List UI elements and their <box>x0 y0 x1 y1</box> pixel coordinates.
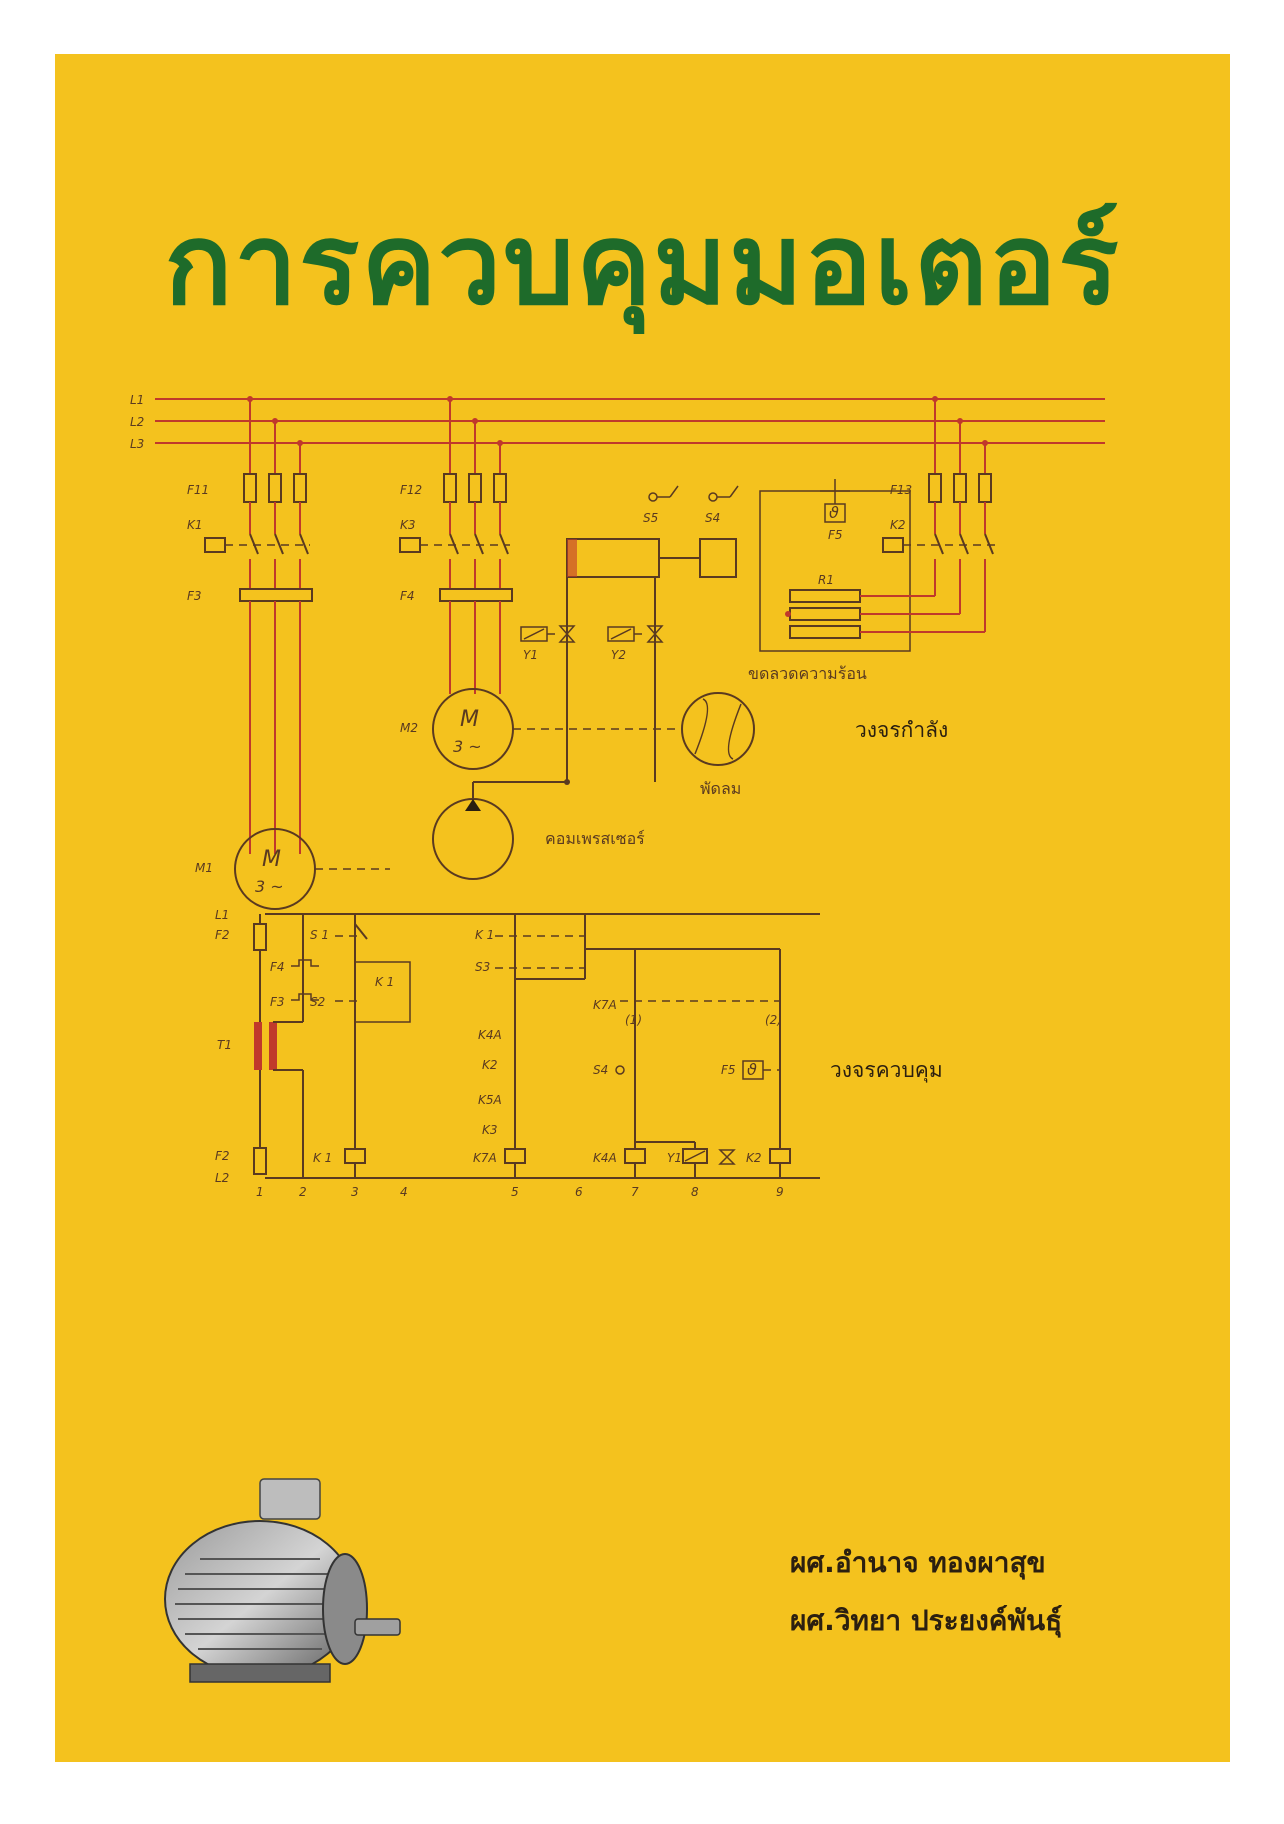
column-numbers: 1 2 3 4 5 6 7 8 9 <box>256 1185 784 1199</box>
label-m1: M1 <box>195 861 213 875</box>
label-k2: K2 <box>890 518 906 532</box>
label-ctrl-f4: F4 <box>270 960 285 974</box>
label-r1: R1 <box>818 573 834 587</box>
label-ctrl-f2-top: F2 <box>215 928 230 942</box>
label-k5a: K5A <box>478 1093 502 1107</box>
svg-text:8: 8 <box>691 1185 699 1199</box>
f5-thermo-symbol: ϑ <box>829 503 839 522</box>
label-f12: F12 <box>400 483 422 497</box>
label-s3: S3 <box>475 960 490 974</box>
control-circuit: L1 F2 T1 F2 L2 S 1 F4 F3 <box>215 908 820 1199</box>
label-y1: Y1 <box>523 648 538 662</box>
svg-text:1: 1 <box>256 1185 264 1199</box>
label-f3: F3 <box>187 589 202 603</box>
label-s1: S 1 <box>310 928 329 942</box>
bus-label-l1: L1 <box>130 393 144 407</box>
label-s4: S4 <box>705 511 720 525</box>
label-k2-coil: K2 <box>746 1151 762 1165</box>
label-k4a-coil: K4A <box>593 1151 617 1165</box>
m1-phase: 3 ~ <box>255 877 284 896</box>
caption-heater: ขดลวดความร้อน <box>748 664 867 683</box>
label-ctrl-l2: L2 <box>215 1171 229 1185</box>
label-f4: F4 <box>400 589 415 603</box>
label-k1-contact: K 1 <box>375 975 394 989</box>
power-circuit: L1 L2 L3 F11 <box>130 393 1105 910</box>
caption-compressor: คอมเพรสเซอร์ <box>545 829 645 848</box>
label-ctrl-f5: F5 <box>721 1063 736 1077</box>
label-k7a-top: K7A <box>593 998 617 1012</box>
branch-m2: F12 K3 F4 M 3 ~ <box>399 396 680 880</box>
label-k4a: K4A <box>478 1028 502 1042</box>
svg-text:5: 5 <box>511 1185 519 1199</box>
f5-ctrl-thermo-symbol: ϑ <box>747 1060 757 1079</box>
control-circuit-label: วงจรควบคุม <box>830 1058 943 1082</box>
svg-text:9: 9 <box>776 1185 784 1199</box>
label-ctrl-l1: L1 <box>215 908 229 922</box>
label-k1: K1 <box>187 518 203 532</box>
label-k1-coil: K 1 <box>313 1151 332 1165</box>
label-k3: K3 <box>482 1123 498 1137</box>
svg-text:7: 7 <box>631 1185 639 1199</box>
branch-heater: ϑ F5 R1 ขดลวดความร้อน F13 <box>748 396 995 683</box>
m2-phase: 3 ~ <box>453 737 482 756</box>
label-f13: F13 <box>890 483 912 497</box>
label-k7a-coil: K7A <box>473 1151 497 1165</box>
label-k1-top: K 1 <box>475 928 494 942</box>
svg-text:2: 2 <box>299 1185 307 1199</box>
label-ctrl-k2: K2 <box>482 1058 498 1072</box>
authors: ผศ.อำนาจ ทองผาสุข ผศ.วิทยา ประยงค์พันธุ์ <box>790 1534 1062 1650</box>
label-y2: Y2 <box>611 648 626 662</box>
label-ctrl-f2-bottom: F2 <box>215 1149 230 1163</box>
label-f5: F5 <box>828 528 843 542</box>
book-cover: การควบคุมมอเตอร์ .red { stroke:#c0392b; … <box>55 54 1230 1762</box>
label-k3: K3 <box>400 518 416 532</box>
label-one: (1) <box>625 1013 642 1027</box>
label-s2: S2 <box>310 995 325 1009</box>
motor-photo <box>164 1478 401 1683</box>
svg-text:6: 6 <box>575 1185 583 1199</box>
svg-text:3: 3 <box>351 1185 359 1199</box>
label-ctrl-s4: S4 <box>593 1063 608 1077</box>
cylinder-valves: S5 S4 Y1 Y2 <box>520 485 755 848</box>
branch-m1: F11 K1 F3 M 3 ~ <box>187 396 390 910</box>
label-f11: F11 <box>187 483 209 497</box>
power-circuit-label: วงจรกำลัง <box>855 718 949 742</box>
label-ctrl-t1: T1 <box>217 1038 232 1052</box>
label-m2: M2 <box>400 721 418 735</box>
book-title: การควบคุมมอเตอร์ <box>164 200 1121 330</box>
svg-text:4: 4 <box>400 1185 408 1199</box>
author-2: ผศ.วิทยา ประยงค์พันธุ์ <box>790 1604 1063 1637</box>
label-y1-coil: Y1 <box>667 1151 682 1165</box>
bus-label-l3: L3 <box>130 437 144 451</box>
circuit-diagrams: .red { stroke:#c0392b; stroke-width:2; f… <box>130 393 1105 1199</box>
label-two: (2) <box>765 1013 782 1027</box>
m1-symbol: M <box>262 847 281 872</box>
label-s5: S5 <box>643 511 658 525</box>
bus-label-l2: L2 <box>130 415 144 429</box>
label-ctrl-f3: F3 <box>270 995 285 1009</box>
author-1: ผศ.อำนาจ ทองผาสุข <box>790 1546 1046 1579</box>
caption-fan: พัดลม <box>700 779 741 798</box>
m2-symbol: M <box>460 707 479 732</box>
